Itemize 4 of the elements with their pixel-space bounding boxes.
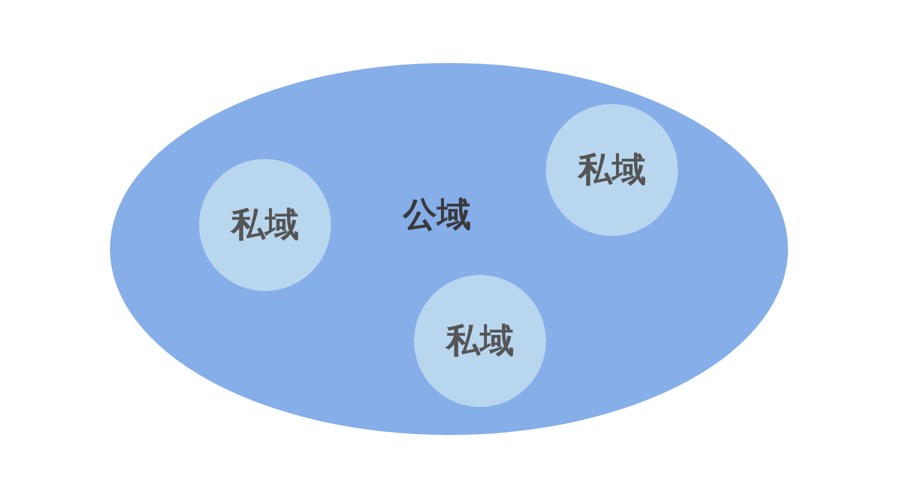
node-label: 公域: [403, 198, 471, 232]
node-label: 私域: [231, 208, 299, 242]
node-label: 私域: [446, 324, 514, 358]
node-label: 私域: [578, 153, 646, 187]
